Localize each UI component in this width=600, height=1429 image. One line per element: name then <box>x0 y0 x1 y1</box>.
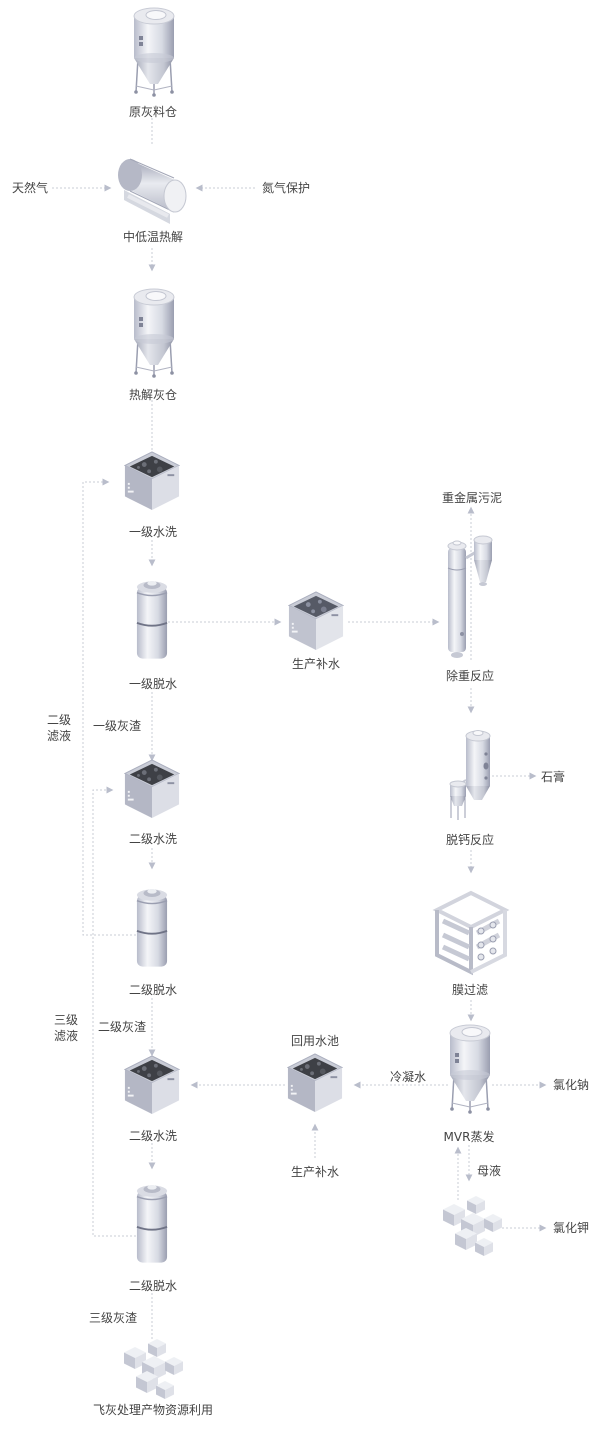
label-kcl: 氯化钾 <box>553 1221 590 1235</box>
label-dewater1: 一级脱水 <box>128 677 178 691</box>
mvr-evaporator-icon <box>449 1024 491 1115</box>
flow-lines <box>52 118 547 1340</box>
label-wash2a: 二级水洗 <box>128 832 178 846</box>
label-dewater2b: 二级脱水 <box>128 1279 178 1293</box>
label-natural-gas: 天然气 <box>12 181 49 195</box>
wash2b-tank-icon <box>124 1055 180 1115</box>
label-pyrolysis-ash-silo: 热解灰仓 <box>128 388 178 402</box>
label-raw-ash-silo: 原灰料仓 <box>128 105 178 119</box>
heavy-metal-removal-icon <box>447 535 493 658</box>
label-filtrate2-line1: 二级 <box>47 713 72 727</box>
kcl-crystals-icon <box>443 1196 502 1256</box>
label-makeup-water-1: 生产补水 <box>291 657 341 671</box>
label-decalcification: 脱钙反应 <box>445 833 495 847</box>
label-makeup-water-2: 生产补水 <box>290 1165 340 1179</box>
label-gypsum: 石膏 <box>541 770 566 784</box>
dewater2b-icon <box>135 1183 169 1264</box>
label-mvr: MVR蒸发 <box>443 1130 495 1144</box>
membrane-filter-icon <box>432 890 510 976</box>
label-wash2b: 二级水洗 <box>128 1129 178 1143</box>
label-condensate: 冷凝水 <box>390 1070 427 1084</box>
wash1-tank-icon <box>124 451 180 511</box>
label-mother-liquor: 母液 <box>477 1164 502 1178</box>
dewater1-icon <box>135 579 169 660</box>
label-filtrate3-line2: 滤液 <box>54 1029 79 1043</box>
final-product-cubes-icon <box>124 1339 183 1399</box>
label-dewater2a: 二级脱水 <box>128 983 178 997</box>
raw-ash-silo-icon <box>133 7 175 98</box>
label-final-product: 飞灰处理产物资源利用 <box>92 1403 214 1417</box>
pyrolysis-ash-silo-icon <box>133 288 175 379</box>
equipment-layer <box>118 7 510 1399</box>
label-membrane: 膜过滤 <box>451 983 489 997</box>
label-wash1: 一级水洗 <box>128 525 178 539</box>
reuse-pool-tank-icon <box>287 1053 343 1113</box>
label-filtrate3-line1: 三级 <box>54 1013 79 1027</box>
dewater2a-icon <box>135 887 169 968</box>
decalcification-reactor-icon <box>449 730 491 820</box>
label-heavy-metal-sludge: 重金属污泥 <box>441 491 503 505</box>
flow-filtrate3 <box>92 786 140 1237</box>
label-filtrate2-line2: 滤液 <box>47 729 72 743</box>
label-nitrogen: 氮气保护 <box>262 181 311 195</box>
wash2a-tank-icon <box>124 759 180 819</box>
label-residue1: 一级灰渣 <box>93 719 142 733</box>
label-residue2: 二级灰渣 <box>98 1020 147 1034</box>
label-heavy-metal-removal: 除重反应 <box>445 669 495 683</box>
label-reuse-pool: 回用水池 <box>290 1034 340 1048</box>
label-residue3: 三级灰渣 <box>89 1311 138 1325</box>
pyrolysis-drum-icon <box>118 158 187 224</box>
makeup-water-1-tank-icon <box>288 591 344 651</box>
label-nacl: 氯化钠 <box>553 1078 590 1092</box>
flow-filtrate2 <box>82 478 140 936</box>
label-pyrolysis: 中低温热解 <box>122 230 184 244</box>
